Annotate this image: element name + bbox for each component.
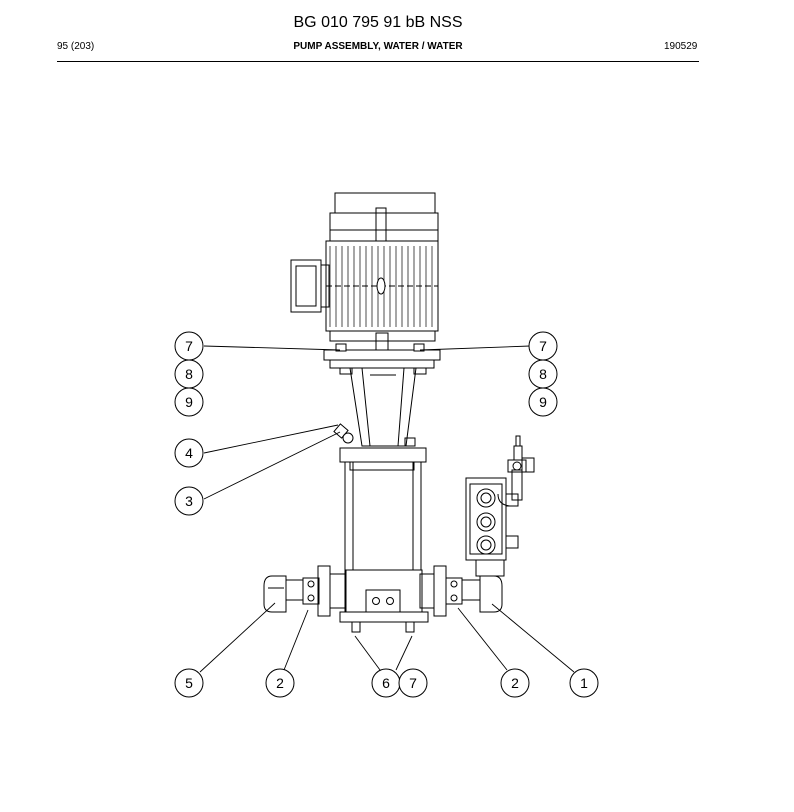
callout-label: 7	[539, 338, 547, 354]
callout-5: 5	[174, 668, 204, 698]
callout-label: 2	[511, 675, 519, 691]
callout-label: 8	[185, 366, 193, 382]
callout-7-bottom: 7	[398, 668, 428, 698]
document-title: BG 010 795 91 bB NSS	[293, 14, 463, 31]
callout-6: 6	[371, 668, 401, 698]
callout-8-right: 8	[528, 359, 558, 389]
callout-label: 3	[185, 493, 193, 509]
discharge-flange-right	[419, 555, 505, 617]
callout-label: 9	[185, 394, 193, 410]
callout-label: 5	[185, 675, 193, 691]
valve-block	[465, 435, 535, 561]
coupling-lantern	[333, 367, 427, 447]
callout-4: 4	[174, 438, 204, 468]
callout-8-left: 8	[174, 359, 204, 389]
leader-lines	[199, 345, 575, 673]
callout-9-left: 9	[174, 387, 204, 417]
callout-label: 7	[409, 675, 417, 691]
motor	[290, 192, 441, 369]
callout-3: 3	[174, 486, 204, 516]
callout-9-right: 9	[528, 387, 558, 417]
callout-label: 1	[580, 675, 588, 691]
callout-label: 2	[276, 675, 284, 691]
callout-2-left: 2	[265, 668, 295, 698]
document-date: 190529	[664, 41, 698, 52]
callout-label: 9	[539, 394, 547, 410]
suction-flange-left	[263, 565, 347, 617]
page-number: 95 (203)	[57, 41, 95, 52]
section-title: PUMP ASSEMBLY, WATER / WATER	[293, 41, 463, 52]
pump-body	[339, 447, 429, 633]
callout-label: 7	[185, 338, 193, 354]
callout-1: 1	[569, 668, 599, 698]
callout-2-right: 2	[500, 668, 530, 698]
callout-label: 6	[382, 675, 390, 691]
callout-7-left: 7	[174, 331, 204, 361]
callout-label: 4	[185, 445, 193, 461]
header-rule	[57, 61, 699, 62]
callout-label: 8	[539, 366, 547, 382]
callout-7-right: 7	[528, 331, 558, 361]
